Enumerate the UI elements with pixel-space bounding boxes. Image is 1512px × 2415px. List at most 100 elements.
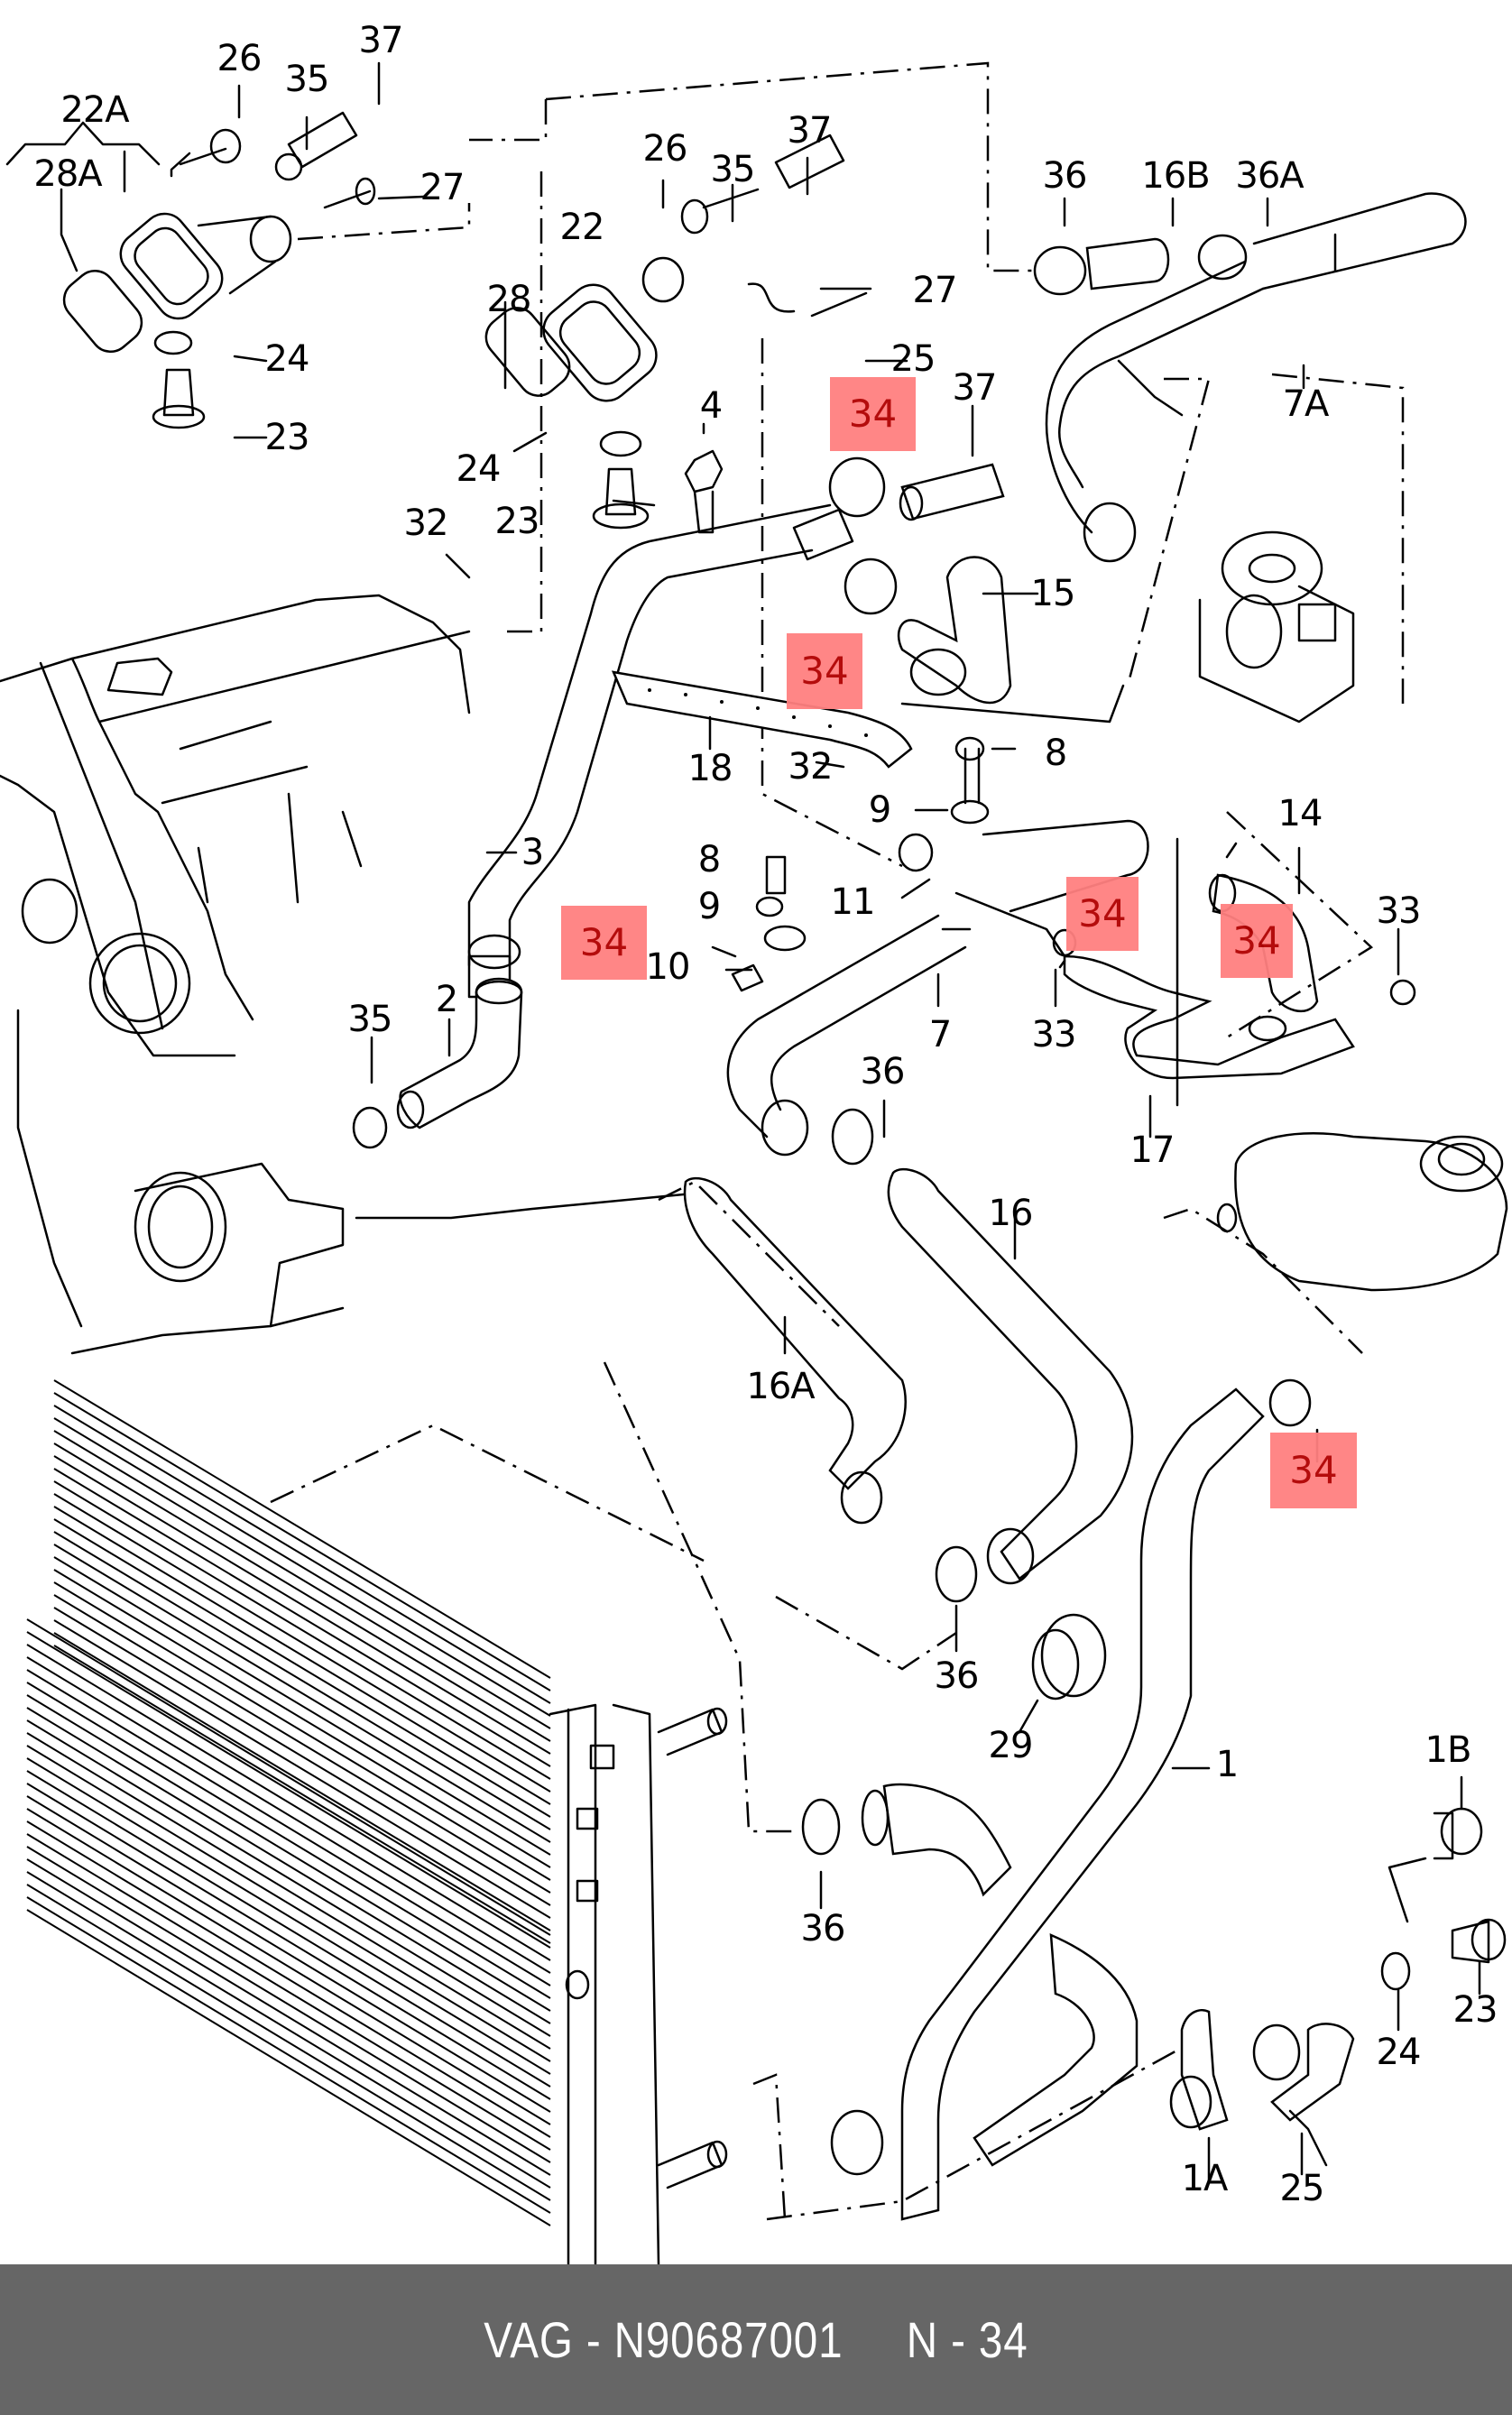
part-label: 24 — [264, 338, 310, 380]
hose-1 — [900, 1387, 1265, 2221]
thermostat-housing-22a — [5, 121, 292, 429]
part-label: 27 — [419, 167, 466, 208]
radiator-fin-line — [53, 1455, 551, 1755]
radiator-fin-line — [26, 1909, 551, 2226]
part-label: 9 — [868, 789, 891, 831]
radiator-fin-line — [26, 1644, 551, 1961]
radiator-fin-line — [26, 1732, 551, 2050]
highlighted-callout-34[interactable]: 34 — [1270, 1433, 1357, 1508]
callout-text: 34 — [1078, 891, 1127, 936]
hoses-16-16a — [658, 1167, 1134, 1671]
radiator-fin-line — [53, 1480, 551, 1780]
part-label: 9 — [697, 886, 721, 927]
dashed-frame-middle — [761, 338, 903, 868]
dashed-frame-top-right — [545, 61, 1037, 272]
radiator-fin-line — [26, 1783, 551, 2100]
radiator-fin-line — [26, 1631, 551, 1949]
callout-text: 34 — [579, 920, 629, 964]
hoses-15-37 — [828, 456, 1125, 724]
part-label: 28A — [33, 153, 102, 195]
part-label: 18 — [687, 748, 733, 789]
part-label: 7 — [928, 1014, 952, 1055]
part-label: 26 — [642, 128, 688, 170]
radiator-fin-line — [26, 1871, 551, 2189]
radiator-fin-line — [26, 1694, 551, 2012]
dashed-frame-left — [505, 171, 543, 633]
engine-block — [0, 594, 471, 1355]
radiator-fin-line — [53, 1506, 551, 1805]
pipe-7a-assembly — [1033, 192, 1467, 563]
part-label: 37 — [952, 367, 998, 409]
radiator-fin-line — [53, 1443, 551, 1742]
part-label: 35 — [710, 149, 756, 190]
part-label: 16 — [988, 1193, 1034, 1234]
part-label: 27 — [912, 270, 958, 311]
part-label: 33 — [1031, 1014, 1077, 1055]
callout-text: 34 — [1289, 1448, 1338, 1492]
part-label: 16B — [1141, 155, 1210, 197]
part-label: 28 — [486, 279, 532, 320]
radiator-fin-line — [26, 1884, 551, 2201]
part-label: 10 — [645, 946, 691, 988]
radiator-fin-line — [26, 1858, 551, 2176]
part-label: 3 — [521, 832, 544, 873]
diagram-drawing — [0, 61, 1508, 2264]
part-label: 33 — [1376, 890, 1422, 932]
radiator-fin-line — [53, 1619, 551, 1919]
radiator-fin-line — [53, 1430, 551, 1729]
part-label: 11 — [830, 881, 876, 923]
throttle-body — [1126, 373, 1405, 724]
radiator-fin-line — [53, 1493, 551, 1793]
part-label: 1A — [1181, 2158, 1229, 2199]
part-label: 25 — [890, 338, 936, 380]
leader-lines — [233, 61, 1481, 2185]
part-label: 29 — [988, 1725, 1034, 1766]
parts-diagram: 22A 28A 26 35 37 27 24 23 26 35 37 22 27… — [0, 20, 1508, 2264]
part-label: 36 — [1042, 155, 1088, 197]
part-label: 35 — [284, 59, 330, 100]
part-label: 17 — [1129, 1129, 1175, 1171]
highlighted-callout-34[interactable]: 34 — [1066, 877, 1139, 951]
part-label: 22 — [559, 207, 605, 248]
small-parts-top-left — [179, 111, 471, 241]
radiator-fin-line — [53, 1556, 551, 1856]
radiator-fin-line — [26, 1795, 551, 2113]
hose-2 — [352, 934, 724, 1220]
part-label: 8 — [1044, 733, 1067, 774]
part-label: 24 — [1376, 2032, 1422, 2073]
radiator-fin-line — [53, 1645, 551, 1944]
radiator-fin-line — [26, 1669, 551, 1986]
hose-18 — [611, 670, 913, 769]
radiator-fin-line — [53, 1531, 551, 1830]
clamps-36 — [801, 1108, 1312, 1856]
radiator-fin-line — [53, 1544, 551, 1843]
radiator-fin-line — [26, 1833, 551, 2151]
radiator-fin-line — [53, 1392, 551, 1691]
radiator-fin-line — [53, 1518, 551, 1818]
callout-text: 34 — [1232, 918, 1281, 963]
radiator-fin-line — [26, 1846, 551, 2163]
callout-text: 34 — [848, 392, 898, 436]
radiator-fin-line — [26, 1618, 551, 1936]
part-label: 37 — [358, 20, 404, 61]
part-label: 35 — [347, 999, 393, 1040]
part-label: 4 — [699, 385, 723, 427]
part-label: 23 — [1452, 1989, 1498, 2031]
footer-bar: VAG - N90687001 N - 34 — [0, 2264, 1512, 2415]
part-label: 25 — [1279, 2168, 1325, 2209]
part-label: 36 — [934, 1655, 980, 1697]
radiator-fin-line — [53, 1379, 551, 1679]
part-label: 14 — [1277, 793, 1323, 834]
radiator — [26, 1361, 798, 2264]
highlighted-callout-34[interactable]: 34 — [830, 377, 916, 451]
part-label: 1B — [1424, 1729, 1472, 1771]
callout-text: 34 — [800, 649, 849, 693]
highlighted-callout-34[interactable]: 34 — [1221, 904, 1293, 978]
highlighted-callout-34[interactable]: 34 — [787, 633, 862, 709]
radiator-fin-line — [26, 1707, 551, 2024]
highlighted-callout-34[interactable]: 34 — [561, 906, 647, 980]
radiator-fin-line — [26, 1808, 551, 2125]
part-label: 26 — [217, 38, 263, 79]
part-label: 36A — [1235, 155, 1304, 197]
radiator-fin-line — [26, 1757, 551, 2075]
